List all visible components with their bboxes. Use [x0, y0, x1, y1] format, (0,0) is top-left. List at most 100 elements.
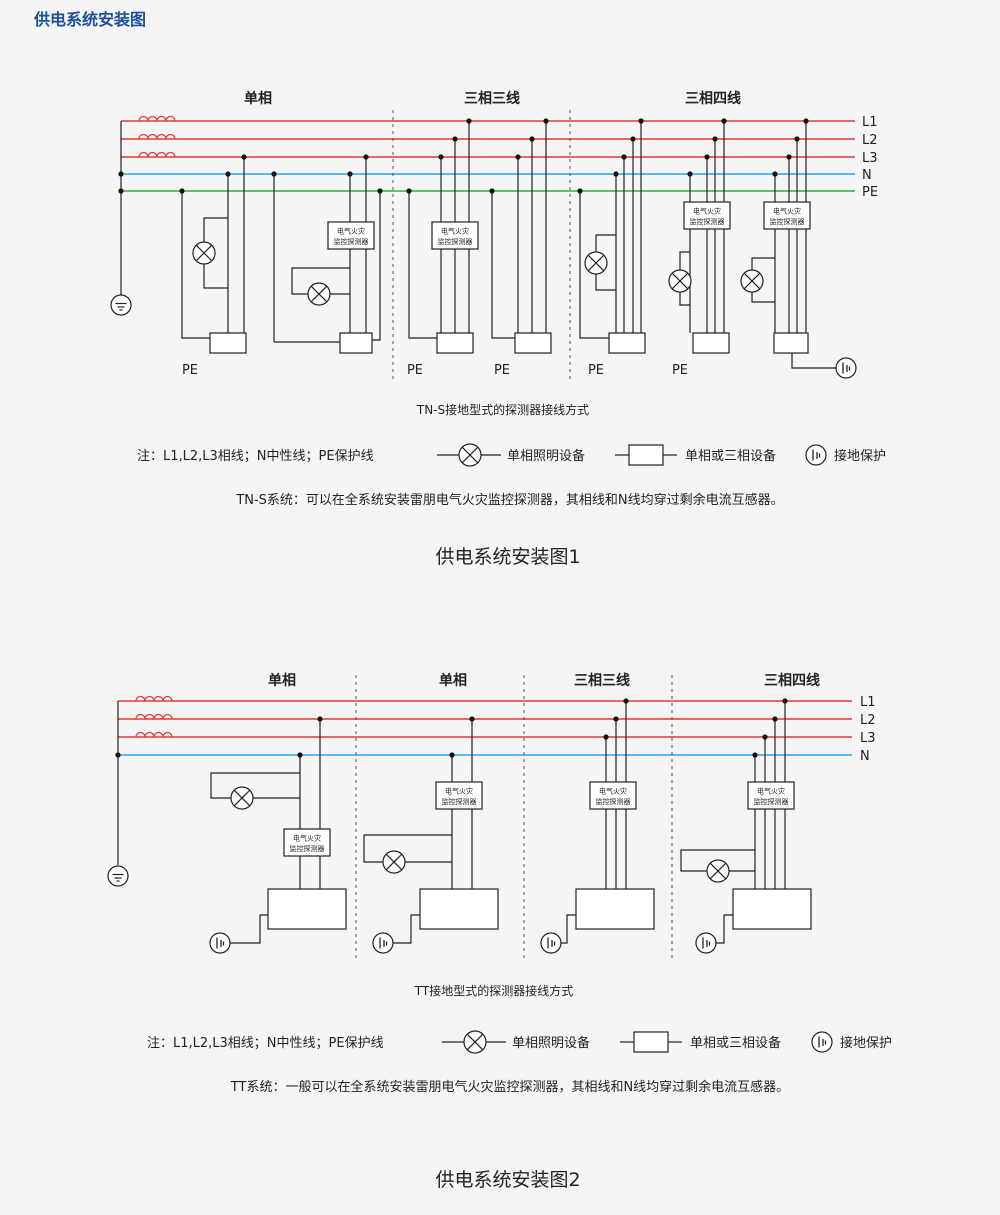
pe-label: PE: [672, 363, 688, 378]
junction-dot: [438, 154, 444, 160]
junction-dot: [241, 154, 247, 160]
junction-dot: [704, 154, 710, 160]
detector-frame: [431, 221, 479, 250]
wire: [751, 292, 775, 303]
detector-label: 电气火灾: [337, 226, 365, 235]
detector-frame: [283, 828, 331, 857]
junction-dot: [452, 136, 458, 142]
junction-dot: [772, 716, 778, 722]
section-title: 三相四线: [764, 672, 820, 689]
detector-box: 电气火灾监控探测器: [435, 781, 483, 810]
wire: [679, 292, 690, 306]
junction-dot: [179, 188, 185, 194]
wire: [393, 914, 420, 944]
junction-dot: [782, 698, 788, 704]
ground-protection-icon: [540, 932, 562, 954]
legend-note: 注：L1,L2,L3相线；N中性线；PE保护线: [147, 1036, 384, 1051]
equipment-box: [773, 332, 809, 354]
legend-lamp-icon: [463, 1030, 487, 1054]
junction-dot: [118, 188, 124, 194]
lamp-cross: [195, 244, 213, 262]
legend-ground-label: 接地保护: [840, 1035, 892, 1051]
junction-dot: [118, 171, 124, 177]
earth-ground-icon: [110, 294, 132, 316]
legend-equipment-label: 单相或三相设备: [690, 1035, 781, 1051]
junction-dot: [630, 136, 636, 142]
section-title: 单相: [244, 90, 272, 107]
transformer-coil: [138, 133, 176, 140]
wire: [210, 772, 300, 799]
wire: [595, 274, 616, 291]
wire: [679, 251, 690, 270]
pe-label: PE: [407, 363, 423, 378]
legend-equipment-box: [633, 1031, 669, 1053]
section-title: 单相: [268, 672, 296, 689]
junction-dot: [377, 188, 383, 194]
junction-dot: [613, 171, 619, 177]
lamp-icon: [230, 786, 254, 810]
detector-label: 监控探测器: [690, 217, 725, 226]
wire: [363, 834, 452, 863]
wire: [751, 257, 775, 270]
figure-description: TT系统：一般可以在全系统安装雷朋电气火灾监控探测器，其相线和N线均穿过剩余电流…: [230, 1079, 789, 1095]
figure-caption: TT接地型式的探测器接线方式: [414, 983, 573, 998]
earth-ground-icon: [107, 865, 129, 887]
bus-label-pe: PE: [862, 185, 878, 200]
legend-ground-icon: [811, 1031, 833, 1053]
page-title: 供电系统安装图: [34, 10, 147, 29]
junction-dot: [794, 136, 800, 142]
junction-dot: [762, 734, 768, 740]
legend-lamp-icon: [458, 443, 482, 467]
legend-equipment-label: 单相或三相设备: [685, 448, 776, 464]
transformer-coil: [138, 115, 176, 122]
wire: [408, 191, 437, 339]
figure-caption: TN-S接地型式的探测器接线方式: [416, 402, 589, 417]
lamp-cross: [709, 862, 727, 880]
wire: [291, 267, 350, 295]
detector-label: 监控探测器: [754, 797, 789, 806]
detector-label: 电气火灾: [599, 786, 627, 795]
figure-title: 供电系统安装图2: [435, 1169, 580, 1191]
equipment-box: [575, 888, 655, 930]
equipment-box: [267, 888, 347, 930]
legend-equipment-box: [628, 444, 664, 466]
wire: [680, 849, 755, 872]
wire: [181, 191, 210, 339]
section-title: 三相三线: [574, 672, 630, 689]
figure-description: TN-S系统：可以在全系统安装雷朋电气火灾监控探测器，其相线和N线均穿过剩余电流…: [235, 492, 783, 508]
wire: [230, 914, 268, 944]
pe-label: PE: [182, 363, 198, 378]
junction-dot: [225, 171, 231, 177]
junction-dot: [621, 154, 627, 160]
bus-label-l1: L1: [860, 695, 876, 710]
junction-dot: [347, 171, 353, 177]
bus-label-l2: L2: [860, 713, 876, 728]
plug-circle: [805, 444, 827, 466]
detector-box: 电气火灾监控探测器: [589, 781, 637, 810]
junction-dot: [638, 118, 644, 124]
detector-box: 电气火灾监控探测器: [431, 221, 479, 250]
equipment-box: [209, 332, 247, 354]
detector-label: 电气火灾: [773, 206, 801, 215]
ground-circle: [110, 294, 132, 316]
detector-label: 电气火灾: [441, 226, 469, 235]
junction-dot: [515, 154, 521, 160]
lamp-cross: [461, 446, 479, 464]
legend-ground-label: 接地保护: [834, 448, 886, 464]
detector-box: 电气火灾监控探测器: [683, 201, 731, 230]
lamp-cross: [385, 853, 403, 871]
equipment-box: [608, 332, 646, 354]
junction-dot: [529, 136, 535, 142]
lamp-icon: [668, 269, 692, 293]
ground-circle: [107, 865, 129, 887]
transformer-coil: [135, 713, 173, 720]
lamp-cross: [743, 272, 761, 290]
junction-dot: [469, 716, 475, 722]
section-title: 三相四线: [685, 90, 741, 107]
ground-protection-icon: [835, 357, 857, 379]
junction-dot: [363, 154, 369, 160]
junction-dot: [489, 188, 495, 194]
detector-label: 监控探测器: [438, 237, 473, 246]
lamp-icon: [192, 241, 216, 265]
